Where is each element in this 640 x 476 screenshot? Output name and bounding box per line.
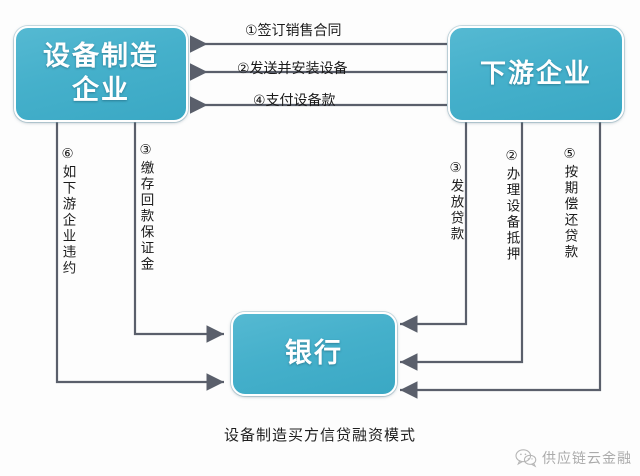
diagram-caption: 设备制造买方信贷融资模式 bbox=[223, 426, 416, 444]
watermark: 供应链云金融 bbox=[515, 448, 632, 468]
node-manufacturer-label-line1: 设备制造 bbox=[43, 41, 159, 73]
watermark-text: 供应链云金融 bbox=[542, 451, 632, 467]
label-flow-2: ②发送并安装设备 bbox=[237, 61, 348, 77]
label-flow-6: ⑥如下游企业违约 bbox=[59, 146, 76, 277]
label-flow-4: ④支付设备款 bbox=[253, 93, 336, 109]
node-manufacturer[interactable]: 设备制造 企业 bbox=[14, 26, 188, 122]
label-flow-3-deposit: ③缴存回款保证金 bbox=[137, 142, 154, 273]
wechat-icon bbox=[515, 448, 537, 468]
label-flow-1: ①签订销售合同 bbox=[245, 23, 342, 39]
node-manufacturer-label-line2: 企业 bbox=[72, 75, 130, 106]
label-flow-2-mortgage: ②办理设备抵押 bbox=[503, 148, 520, 263]
node-bank[interactable]: 银行 bbox=[231, 312, 397, 396]
node-bank-label: 银行 bbox=[285, 338, 343, 370]
node-downstream-label: 下游企业 bbox=[479, 58, 592, 89]
label-flow-3-loan: ③发放贷款 bbox=[447, 160, 464, 243]
label-flow-5-repay: ⑤按期偿还贷款 bbox=[561, 146, 578, 261]
node-downstream[interactable]: 下游企业 bbox=[448, 26, 624, 122]
